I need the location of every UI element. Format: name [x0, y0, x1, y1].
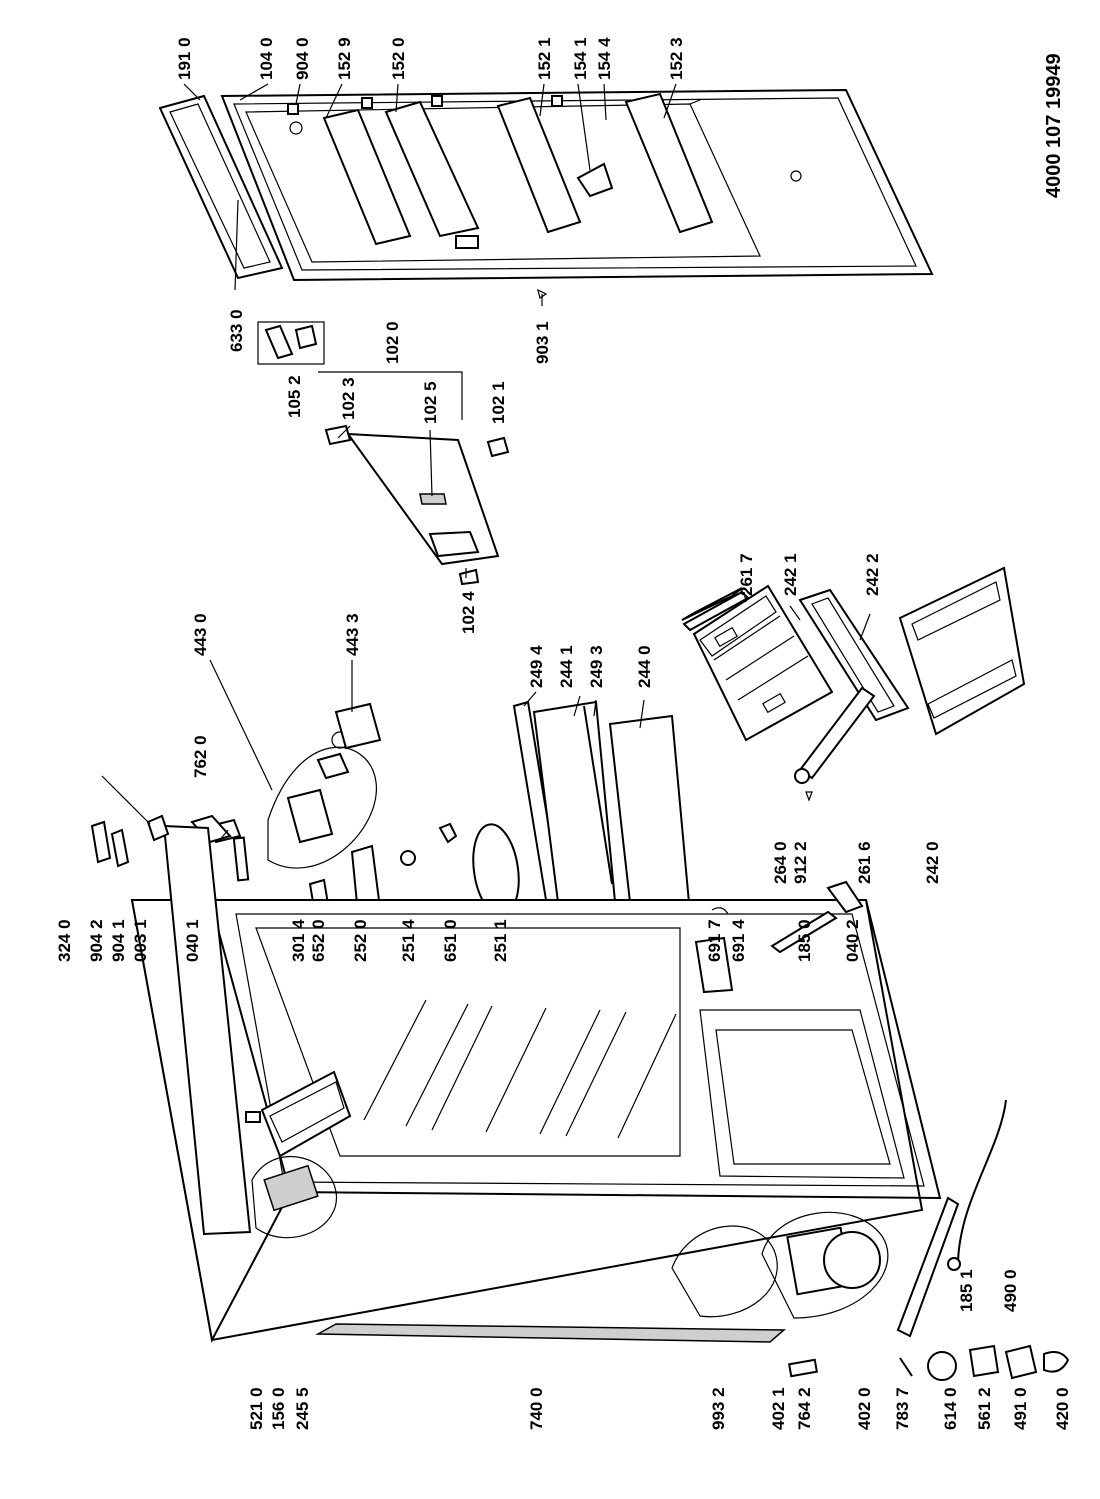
part-label: 040 1 — [183, 919, 202, 962]
part-label: 251 1 — [491, 919, 510, 962]
part-label: 762 0 — [191, 735, 210, 778]
part-label: 244 0 — [635, 645, 654, 688]
cabinet-assembly — [90, 814, 960, 1344]
part-label: 102 5 — [421, 381, 440, 424]
part-label: 152 9 — [335, 37, 354, 80]
part-label: 402 1 — [769, 1387, 788, 1430]
part-label: 003 1 — [131, 919, 150, 962]
part-label: 521 0 — [247, 1387, 266, 1430]
part-label: 912 2 — [791, 841, 810, 884]
loose-components — [787, 1099, 1070, 1381]
part-label: 652 0 — [309, 919, 328, 962]
shelf-and-drawer-assembly — [208, 566, 1026, 922]
part-label: 102 4 — [459, 591, 478, 634]
part-label: 691 4 — [729, 919, 748, 962]
part-label: 324 0 — [55, 919, 74, 962]
part-label: 104 0 — [257, 37, 276, 80]
part-label: 152 1 — [535, 37, 554, 80]
part-label: 191 0 — [175, 37, 194, 80]
part-105-2-group — [257, 321, 325, 365]
part-label: 152 0 — [389, 37, 408, 80]
part-label: 185 1 — [957, 1269, 976, 1312]
part-label: 154 4 — [595, 37, 614, 80]
part-label: 904 1 — [109, 919, 128, 962]
document-number: 4000 107 19949 — [1043, 53, 1065, 198]
part-label: 242 0 — [923, 841, 942, 884]
part-label: 491 0 — [1011, 1387, 1030, 1430]
part-label: 993 2 — [709, 1387, 728, 1430]
door-assembly — [158, 88, 934, 306]
part-label: 261 6 — [855, 841, 874, 884]
part-label: 156 0 — [269, 1387, 288, 1430]
part-label: 903 1 — [533, 321, 552, 364]
part-label: 252 0 — [351, 919, 370, 962]
part-label: 764 2 — [795, 1387, 814, 1430]
part-label: 402 0 — [855, 1387, 874, 1430]
part-label: 102 0 — [383, 321, 402, 364]
part-label: 040 2 — [843, 919, 862, 962]
part-label: 651 0 — [441, 919, 460, 962]
part-label: 443 3 — [343, 613, 362, 656]
crisper-cover-assembly — [318, 371, 510, 586]
part-label: 242 2 — [863, 553, 882, 596]
part-label: 245 5 — [293, 1387, 312, 1430]
part-label: 154 1 — [571, 37, 590, 80]
part-label: 249 3 — [587, 645, 606, 688]
part-label: 490 0 — [1001, 1269, 1020, 1312]
part-label: 251 4 — [399, 919, 418, 962]
part-label: 904 0 — [293, 37, 312, 80]
part-label: 185 0 — [795, 919, 814, 962]
part-label: 102 1 — [489, 381, 508, 424]
part-label: 904 2 — [87, 919, 106, 962]
part-label: 249 4 — [527, 645, 546, 688]
part-label: 152 3 — [667, 37, 686, 80]
part-label: 105 2 — [285, 375, 304, 418]
part-label: 244 1 — [557, 645, 576, 688]
part-label: 242 1 — [781, 553, 800, 596]
part-label: 443 0 — [191, 613, 210, 656]
part-label: 561 2 — [975, 1387, 994, 1430]
part-label: 691 7 — [705, 919, 724, 962]
shelf-supports — [363, 999, 677, 1139]
part-label: 301 4 — [289, 919, 308, 962]
part-label-layer: 191 0 104 0 904 0 152 9 152 0 152 1 154 … — [55, 37, 1072, 1430]
part-label: 261 7 — [737, 553, 756, 596]
part-label: 740 0 — [527, 1387, 546, 1430]
part-label: 614 0 — [941, 1387, 960, 1430]
part-label: 633 0 — [227, 309, 246, 352]
leader-lines — [101, 83, 871, 843]
part-label: 783 7 — [893, 1387, 912, 1430]
part-label: 420 0 — [1053, 1387, 1072, 1430]
part-label: 264 0 — [771, 841, 790, 884]
part-label: 102 3 — [339, 377, 358, 420]
